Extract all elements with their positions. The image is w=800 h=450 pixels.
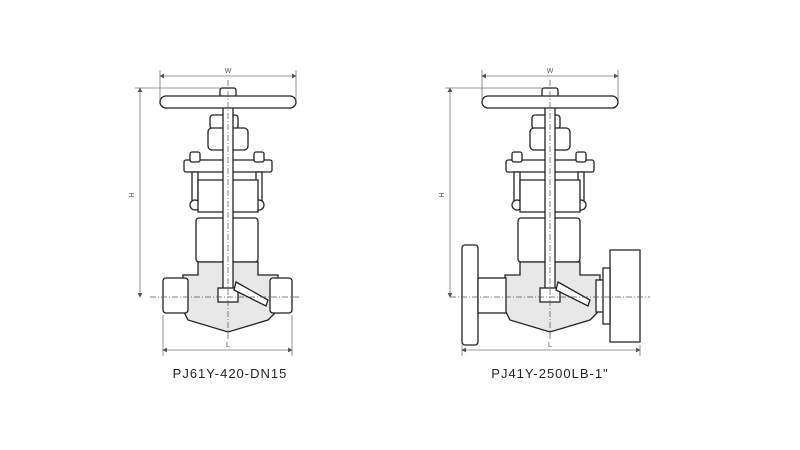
length-dim-label: L: [226, 342, 230, 349]
valve-model-caption: PJ61Y-420-DN15: [172, 366, 288, 381]
valve-model-caption: PJ41Y-2500LB-1": [491, 366, 609, 381]
height-dim-label: H: [129, 192, 136, 197]
width-dim-label: W: [225, 68, 232, 75]
width-dim-label: W: [547, 68, 554, 75]
valve-drawing-socket-weld: W H L: [129, 68, 300, 356]
length-dim-label: L: [548, 342, 552, 349]
height-dim-label: H: [439, 192, 446, 197]
valve-drawing-flanged: W H L: [439, 68, 650, 356]
